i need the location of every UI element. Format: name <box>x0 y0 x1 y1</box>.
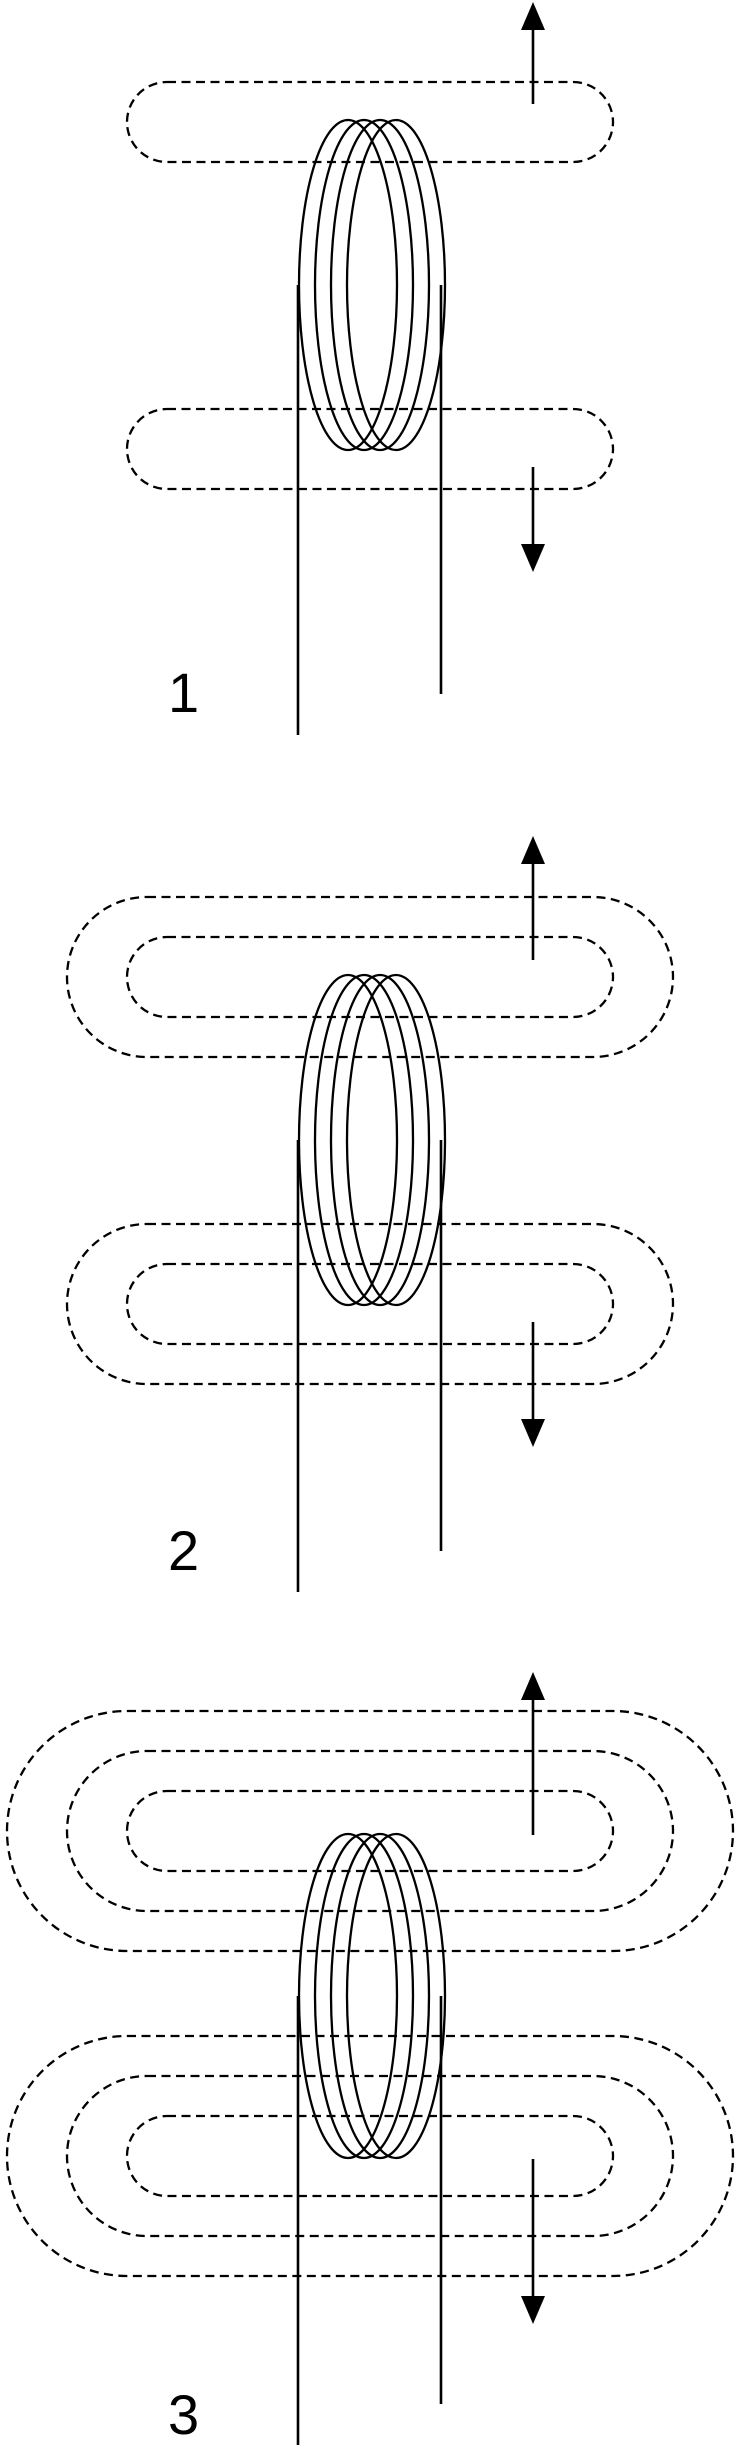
panel-3: 3 <box>5 1672 735 2446</box>
lower-loop-inner <box>125 2114 615 2198</box>
step-label-3: 3 <box>168 2383 199 2446</box>
coil-windings <box>297 973 447 1307</box>
lower-loop-outer <box>65 1222 675 1386</box>
arrow-down-icon <box>521 467 545 572</box>
upper-loop-outer <box>65 895 675 1059</box>
upper-loop-inner <box>125 935 615 1019</box>
panel-2: 2 <box>65 836 675 1592</box>
step-label-2: 2 <box>168 1519 199 1582</box>
coil-windings <box>297 118 447 452</box>
coil-windings <box>297 1832 447 2160</box>
arrow-up-icon <box>521 2 545 104</box>
lower-loop-outermost <box>5 2034 735 2278</box>
lower-loop-inner <box>125 1262 615 1346</box>
upper-loop-inner <box>125 1789 615 1873</box>
lower-loop-outer <box>65 2074 675 2238</box>
upper-loop-outermost <box>5 1709 735 1953</box>
lower-loop-inner <box>125 407 615 491</box>
arrow-down-icon <box>521 2159 545 2324</box>
panel-1: 1 <box>125 2 615 735</box>
arrow-down-icon <box>521 1322 545 1447</box>
upper-loop-outer <box>65 1749 675 1913</box>
arrow-up-icon <box>521 836 545 960</box>
upper-loop-inner <box>125 80 615 164</box>
arrow-up-icon <box>521 1672 545 1835</box>
step-label-1: 1 <box>168 661 199 724</box>
